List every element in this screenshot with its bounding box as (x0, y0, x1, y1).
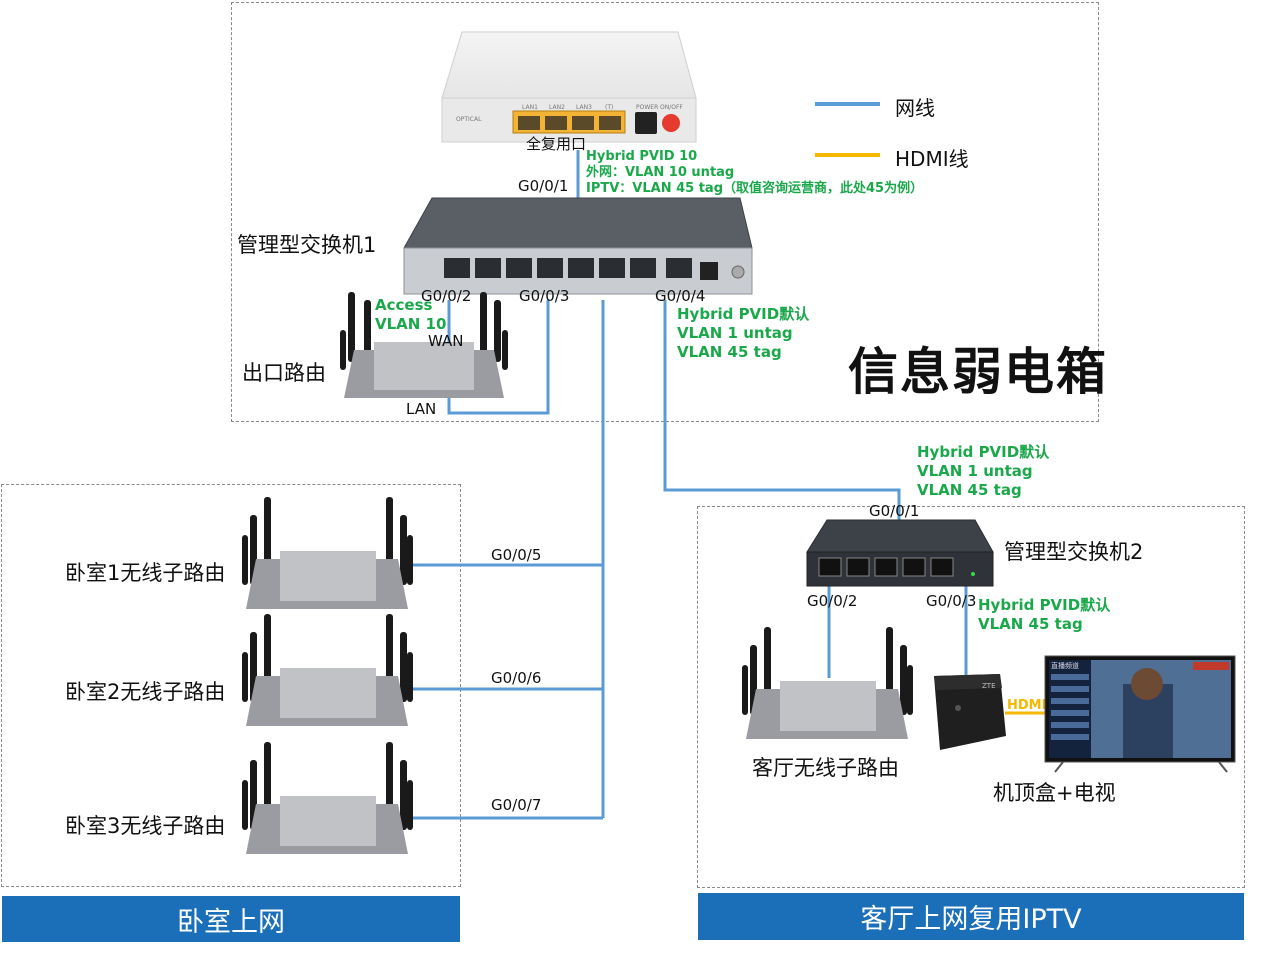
managed-switch-1 (402, 196, 754, 298)
exit-router-lan-cable (447, 300, 550, 415)
config-line: VLAN 45 tag (917, 481, 1022, 499)
exit-router-lan-label: LAN (406, 400, 437, 418)
exit-router-name: 出口路由 (242, 361, 326, 385)
switch1-port-g002-label: G0/0/2 (421, 287, 472, 305)
tv-icon: 直播频道 (1043, 654, 1238, 774)
modem-lan2-text: LAN2 (549, 104, 565, 111)
stb-tv-label: 机顶盒+电视 (993, 781, 1116, 805)
modem-optical-text: OPTICAL (456, 116, 482, 123)
switch1-port-g004-label: G0/0/4 (655, 287, 706, 305)
tv-channel-text: 直播频道 (1051, 662, 1079, 670)
config-line: VLAN 10 (375, 315, 447, 333)
switch1-p2-config: Access VLAN 10 (375, 296, 446, 334)
set-top-box-icon: ZTE (930, 672, 1008, 752)
modem-tel-text: (T) (605, 104, 614, 111)
switch1-port-g003-label: G0/0/3 (519, 287, 570, 305)
modem-power-text: POWER (636, 104, 659, 111)
switch2-name: 管理型交换机2 (1004, 540, 1144, 564)
switch2-trunk-cable (663, 300, 901, 520)
config-line: Hybrid PVID默认 (677, 305, 810, 323)
router-living-icon (740, 625, 915, 743)
switch2-port-g002-label: G0/0/2 (807, 592, 858, 610)
living-router-name: 客厅无线子路由 (752, 756, 899, 780)
router-bedroom1-icon (240, 495, 415, 613)
bedroom2-port-label: G0/0/6 (491, 669, 542, 687)
exit-router-wan-label: WAN (428, 332, 464, 350)
switch2-port-g003-label: G0/0/3 (926, 592, 977, 610)
info-box-title: 信息弱电箱 (848, 343, 1108, 401)
switch2-port-g001-label: G0/0/1 (869, 502, 920, 520)
bedroom-banner: 卧室上网 (2, 896, 460, 942)
living-box (697, 506, 1245, 888)
router-bedroom3-icon (240, 740, 415, 858)
bedroom3-router-name: 卧室3无线子路由 (65, 814, 226, 838)
living-banner: 客厅上网复用IPTV (698, 893, 1244, 940)
modem-config: Hybrid PVID 10 外网：VLAN 10 untag IPTV：VLA… (586, 149, 923, 197)
modem-config-line: IPTV：VLAN 45 tag（取值咨询运营商，此处45为例） (586, 181, 924, 196)
modem-config-line: Hybrid PVID 10 (586, 149, 698, 164)
modem-onoff-text: ON/OFF (660, 104, 683, 111)
stb-brand-text: ZTE (982, 682, 996, 690)
legend-hdmi-label: HDMI线 (895, 147, 969, 171)
router-bedroom2-icon (240, 612, 415, 730)
optical-modem: OPTICAL LAN1 LAN2 LAN3 (T) POWER ON/OFF (440, 30, 698, 150)
modem-lan1-text: LAN1 (522, 104, 538, 111)
bedroom-box (1, 484, 461, 887)
config-line: VLAN 45 tag (677, 343, 782, 361)
hdmi-label: HDMI (1007, 698, 1047, 713)
switch1-p4-config: Hybrid PVID默认 VLAN 1 untag VLAN 45 tag (677, 305, 809, 362)
legend-net-label: 网线 (895, 96, 935, 120)
switch1-port-g001-label: G0/0/1 (518, 177, 569, 195)
config-line: VLAN 1 untag (677, 324, 793, 342)
bedroom1-port-label: G0/0/5 (491, 546, 542, 564)
switch2-p3-config: Hybrid PVID默认 VLAN 45 tag (978, 596, 1110, 634)
router-exit-icon (338, 290, 510, 405)
bedroom3-port-label: G0/0/7 (491, 796, 542, 814)
switch2-trunk-config: Hybrid PVID默认 VLAN 1 untag VLAN 45 tag (917, 443, 1049, 500)
config-line: Hybrid PVID默认 (917, 443, 1050, 461)
modem-port-label: 全复用口 (526, 135, 587, 153)
bedroom1-router-name: 卧室1无线子路由 (65, 561, 226, 585)
bedroom2-router-name: 卧室2无线子路由 (65, 680, 226, 704)
modem-config-line: 外网：VLAN 10 untag (586, 165, 735, 180)
config-line: VLAN 45 tag (978, 615, 1083, 633)
config-line: VLAN 1 untag (917, 462, 1033, 480)
managed-switch-2 (805, 518, 995, 588)
modem-lan3-text: LAN3 (576, 104, 592, 111)
switch1-name: 管理型交换机1 (237, 233, 377, 257)
config-line: Hybrid PVID默认 (978, 596, 1111, 614)
config-line: Access (375, 296, 433, 314)
